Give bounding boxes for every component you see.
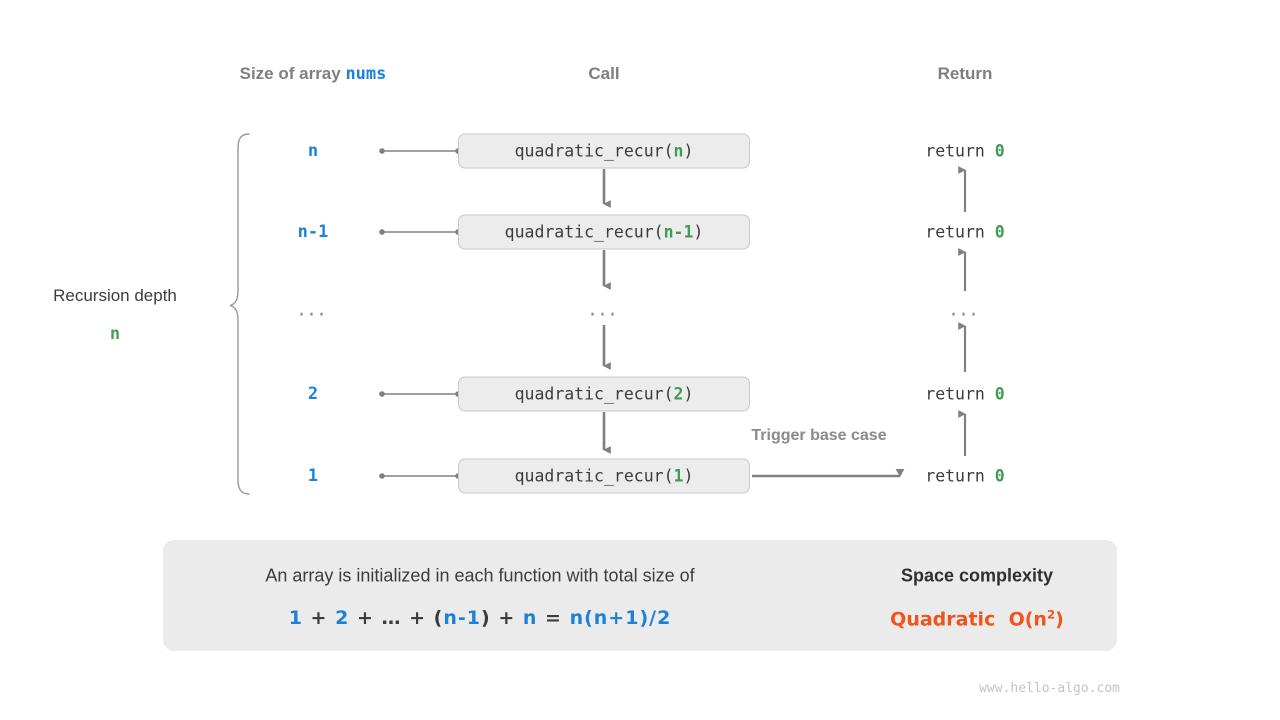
size-ellipsis-row-3: ... <box>298 296 328 322</box>
return-label-row-2: return 0 <box>925 223 1004 242</box>
column-header-return: Return <box>937 64 993 83</box>
formula-term-1: 1 <box>288 607 303 629</box>
return-label-row-2-value: 0 <box>994 222 1005 242</box>
formula-op-1: + <box>310 607 328 629</box>
space-complexity-result: Quadratic O(n2) <box>890 607 1064 630</box>
call-box-row-5-suffix: ) <box>683 466 694 486</box>
watermark: www.hello-algo.com <box>979 681 1120 696</box>
call-box-row-1-arg: n <box>673 141 684 161</box>
size-value-row-4: 2 <box>307 384 319 404</box>
size-value-row-5: 1 <box>307 466 319 486</box>
recursion-depth-brace <box>229 133 250 495</box>
size-value-row-1: n <box>307 141 319 161</box>
formula-ellipsis: … <box>381 607 402 629</box>
column-header-size-prefix: Size of array <box>239 64 346 83</box>
trigger-base-case-note: Trigger base case <box>751 427 887 444</box>
complexity-name: Quadratic <box>890 608 996 631</box>
call-box-row-1-prefix: quadratic_recur( <box>514 141 674 161</box>
call-box-row-1-suffix: ) <box>683 141 694 161</box>
return-label-row-4-value: 0 <box>994 384 1005 404</box>
formula-op-3: + <box>409 607 427 629</box>
column-header-size-mono: nums <box>345 64 387 84</box>
formula-result: n(n+1)/2 <box>569 607 672 629</box>
call-box-row-4-arg: 2 <box>673 384 684 404</box>
column-header-size: Size of array nums <box>240 64 387 84</box>
call-box-row-5[interactable]: quadratic_recur(1) <box>458 458 750 494</box>
formula-op-2: + <box>356 607 374 629</box>
call-box-row-1[interactable]: quadratic_recur(n) <box>458 133 750 169</box>
return-ellipsis-row-3: ... <box>950 296 980 322</box>
formula-paren-close: ) <box>481 607 491 629</box>
complexity-big-o-prefix: O(n <box>1008 608 1047 631</box>
summary-formula: 1 + 2 + … + (n-1) + n = n(n+1)/2 <box>289 607 672 629</box>
column-header-call: Call <box>588 64 620 83</box>
call-box-row-4[interactable]: quadratic_recur(2) <box>458 376 750 412</box>
size-value-row-2: n-1 <box>297 222 329 242</box>
call-box-row-5-prefix: quadratic_recur( <box>514 466 674 486</box>
formula-term-n-minus-1: n-1 <box>443 607 482 629</box>
call-box-row-2-arg: n-1 <box>663 222 694 242</box>
call-box-row-2-suffix: ) <box>693 222 704 242</box>
call-box-row-2[interactable]: quadratic_recur(n-1) <box>458 214 750 250</box>
return-label-row-1-text: return <box>925 141 995 161</box>
summary-panel <box>163 540 1117 651</box>
return-label-row-1-value: 0 <box>994 141 1005 161</box>
formula-term-2: 2 <box>335 607 350 629</box>
size-connector-dots <box>379 148 461 479</box>
call-ellipsis-row-3: ... <box>589 296 619 322</box>
formula-equals: = <box>545 607 562 629</box>
call-box-row-4-suffix: ) <box>683 384 694 404</box>
return-label-row-4-text: return <box>925 384 995 404</box>
recursion-depth-label: Recursion depth <box>53 286 177 305</box>
recursion-depth-value: n <box>109 324 121 344</box>
call-box-row-2-prefix: quadratic_recur( <box>504 222 664 242</box>
size-connectors <box>383 150 457 477</box>
summary-description: An array is initialized in each function… <box>265 565 695 586</box>
formula-op-4: + <box>498 607 516 629</box>
return-label-row-5: return 0 <box>925 467 1004 486</box>
complexity-big-o-suffix: ) <box>1055 608 1064 631</box>
space-complexity-title: Space complexity <box>900 565 1054 586</box>
return-label-row-5-value: 0 <box>994 466 1005 486</box>
return-label-row-5-text: return <box>925 466 995 486</box>
formula-term-n: n <box>522 607 538 629</box>
return-label-row-4: return 0 <box>925 385 1004 404</box>
complexity-big-o-exponent: 2 <box>1046 607 1056 622</box>
call-box-row-5-arg: 1 <box>673 466 684 486</box>
return-label-row-2-text: return <box>925 222 995 242</box>
return-label-row-1: return 0 <box>925 142 1004 161</box>
call-box-row-4-prefix: quadratic_recur( <box>514 384 674 404</box>
formula-paren-open: ( <box>433 607 444 629</box>
